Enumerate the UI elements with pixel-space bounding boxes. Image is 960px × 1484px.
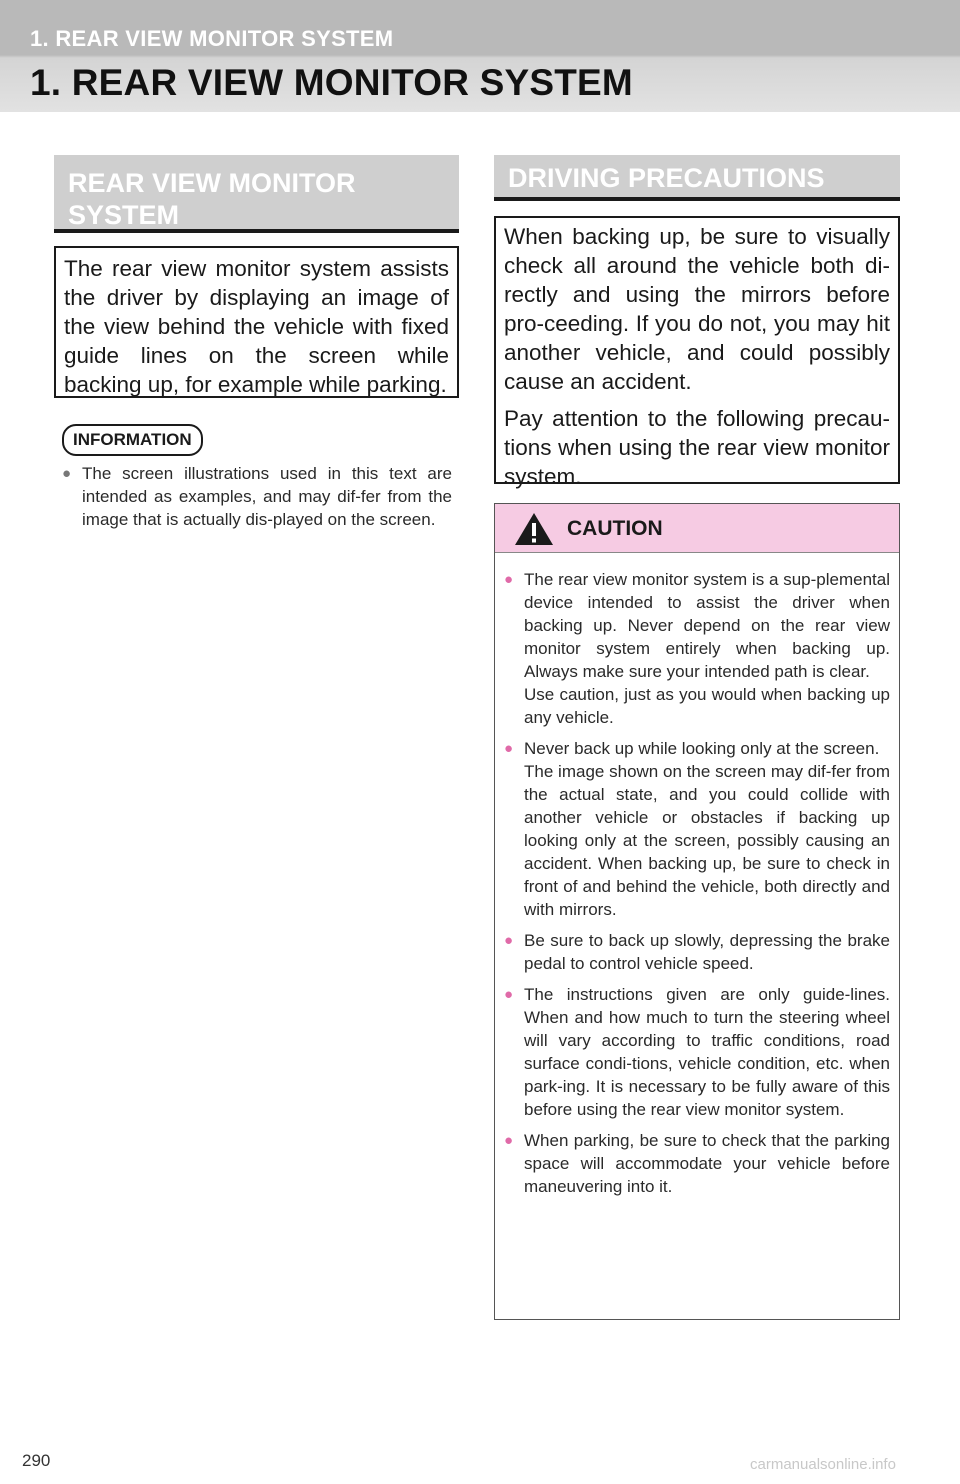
intro-text: The rear view monitor system assists the… bbox=[64, 256, 449, 397]
caution-item: ● The rear view monitor system is a sup-… bbox=[504, 568, 890, 729]
caution-item: ● When parking, be sure to check that th… bbox=[504, 1129, 890, 1198]
caution-text: Be sure to back up slowly, depressing th… bbox=[524, 931, 890, 973]
page-title: 1. REAR VIEW MONITOR SYSTEM bbox=[30, 62, 633, 103]
caution-header: CAUTION bbox=[495, 504, 899, 553]
caution-item: ● Be sure to back up slowly, depressing … bbox=[504, 929, 890, 975]
intro-box: The rear view monitor system assists the… bbox=[54, 246, 459, 398]
running-head: 1. REAR VIEW MONITOR SYSTEM bbox=[30, 26, 394, 51]
caution-item: ● Never back up while looking only at th… bbox=[504, 737, 890, 921]
section-title-rear-view-monitor: REAR VIEW MONITOR SYSTEM bbox=[54, 155, 459, 233]
bullet-icon: ● bbox=[504, 1132, 514, 1149]
caution-text: Never back up while looking only at the … bbox=[524, 739, 880, 758]
caution-text: The rear view monitor system is a sup-pl… bbox=[524, 570, 890, 681]
precautions-box: When backing up, be sure to visually che… bbox=[494, 216, 900, 489]
header-band bbox=[0, 0, 960, 112]
caution-text: When parking, be sure to check that the … bbox=[524, 1131, 890, 1196]
caution-item: ● The instructions given are only guide-… bbox=[504, 983, 890, 1121]
caution-box: CAUTION ● The rear view monitor system i… bbox=[494, 503, 900, 1320]
caution-list: ● The rear view monitor system is a sup-… bbox=[504, 568, 890, 1206]
caution-title: CAUTION bbox=[567, 517, 663, 540]
caution-text: The instructions given are only guide-li… bbox=[524, 985, 890, 1119]
section-title-driving-precautions: DRIVING PRECAUTIONS bbox=[494, 155, 900, 201]
bullet-icon: ● bbox=[504, 932, 514, 949]
bullet-icon: ● bbox=[504, 986, 514, 1003]
bullet-icon: ● bbox=[504, 740, 514, 757]
precautions-paragraph: When backing up, be sure to visually che… bbox=[504, 224, 890, 394]
watermark: carmanualsonline.info bbox=[750, 1456, 896, 1473]
bullet-icon: ● bbox=[62, 465, 72, 482]
precautions-paragraph: Pay attention to the following precau-ti… bbox=[504, 406, 890, 489]
information-label: INFORMATION bbox=[62, 424, 203, 456]
information-text: The screen illustrations used in this te… bbox=[82, 464, 452, 529]
caution-subtext: The image shown on the screen may dif-fe… bbox=[524, 762, 890, 919]
caution-subtext: Use caution, just as you would when back… bbox=[524, 685, 890, 727]
warning-icon bbox=[514, 512, 554, 551]
page-number: 290 bbox=[22, 1451, 51, 1470]
bullet-icon: ● bbox=[504, 571, 514, 588]
information-item: ● The screen illustrations used in this … bbox=[62, 462, 452, 531]
